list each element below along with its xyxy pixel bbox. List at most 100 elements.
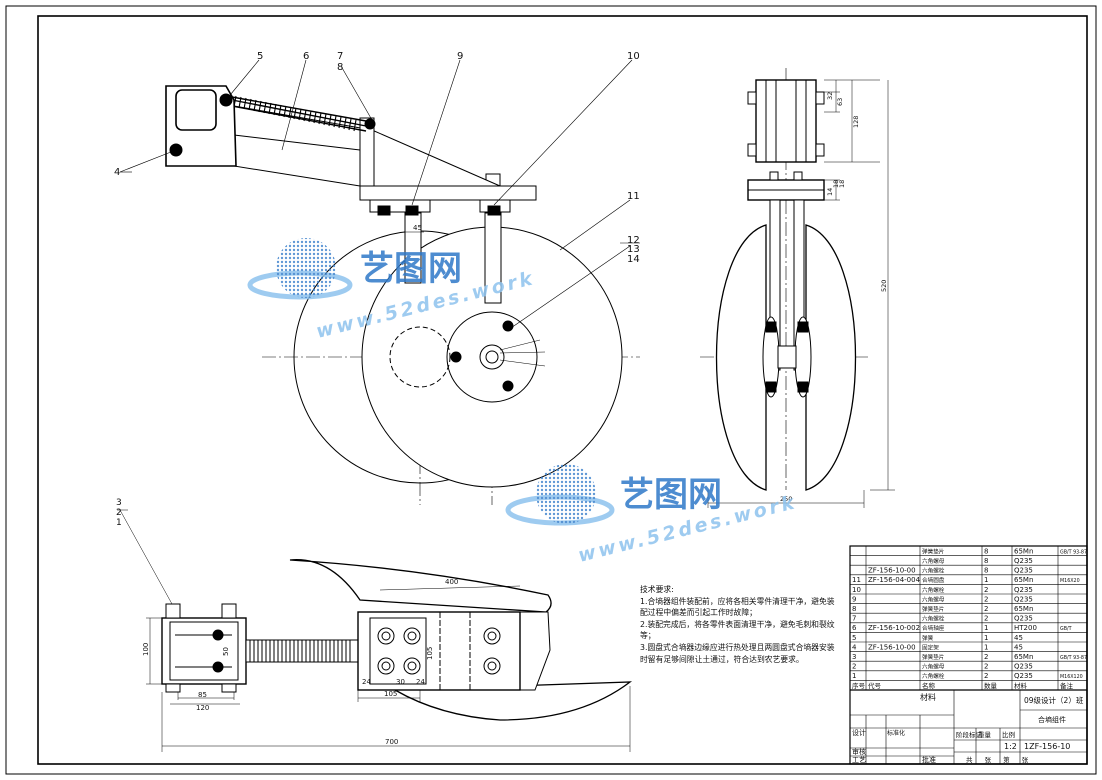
outer-border: [5, 5, 1097, 775]
bom-cell-note: GB/T 93-87: [1060, 655, 1087, 661]
bom-cell-material: Q235: [1014, 663, 1033, 671]
dim-105b: 105: [426, 647, 434, 660]
bom-cell-name: 合墒圆盘: [922, 576, 945, 584]
front-part-labels: 4 5 6 7 8 9 10 11 12 13 14 45: [114, 51, 640, 265]
dim-45: 45: [413, 224, 422, 232]
bom-cell-name: 合墒轴座: [922, 624, 945, 632]
front-view: [119, 59, 640, 505]
bom-cell-no: 6: [852, 624, 857, 632]
title-drawing-name: 合墒组件: [1038, 715, 1066, 724]
bom-cell-note: GB/T 93-87: [1060, 549, 1087, 555]
bom-cell-name: 六角螺母: [922, 557, 945, 565]
title-block: [850, 689, 1087, 764]
side-view: [700, 68, 895, 508]
dim-24a: 24: [362, 678, 371, 686]
side-disk-right: [805, 224, 857, 491]
bom-cell-qty: 8: [984, 567, 988, 575]
bom-cell-material: Q235: [1014, 586, 1033, 594]
bom-cell-name: 弹簧垫片: [922, 605, 945, 613]
bom-header-note: 备注: [1060, 681, 1074, 690]
bom-cell-material: 65Mn: [1014, 605, 1033, 613]
label-8: 8: [337, 62, 343, 73]
dim-63: 63: [836, 98, 844, 106]
title-drawing-no: 1ZF-156-10: [1024, 742, 1070, 751]
bom-header-qty: 数量: [984, 681, 998, 690]
tech-req-item-1: 1.合墒器组件装配前，应将各相关零件清理干净，避免装配过程中偏差而引起工作时故障…: [640, 596, 835, 618]
bom-cell-note: M16X20: [1060, 578, 1080, 584]
dim-400: 400: [445, 578, 458, 586]
title-material-mark: 材料: [920, 692, 936, 702]
label-3: 3: [116, 498, 122, 508]
dim-700: 700: [385, 738, 398, 746]
dim-24b: 24: [416, 678, 425, 686]
bom-cell-material: 65Mn: [1014, 653, 1033, 661]
bom-cell-material: 65Mn: [1014, 547, 1033, 555]
bom-cell-name: 六角螺母: [922, 663, 945, 671]
bom-cell-material: Q235: [1014, 595, 1033, 603]
scraper-blade: [289, 559, 552, 613]
label-13: 13: [627, 244, 640, 255]
label-1: 1: [116, 518, 122, 528]
bom-cell-qty: 2: [984, 586, 988, 594]
watermark-cn-1: 艺图网: [360, 249, 462, 289]
tech-req-item-2: 2.装配完成后，将各零件表面清理干净，避免毛刺和裂纹等；: [640, 619, 835, 641]
bom-cell-qty: 2: [984, 615, 988, 623]
title-scale: 1:2: [1004, 742, 1017, 751]
dim-520: 520: [880, 280, 888, 292]
dim-32: 32: [826, 92, 834, 100]
label-10: 10: [627, 51, 640, 62]
bom-cell-qty: 8: [984, 547, 988, 555]
bom-cell-no: 4: [852, 643, 857, 651]
bom-cell-material: 45: [1014, 634, 1023, 642]
hub-flange: [446, 311, 538, 403]
bom-cell-name: 六角螺栓: [922, 615, 945, 623]
bom-header-code: 代号: [868, 681, 882, 690]
title-sheet: 共 张 第 张: [966, 755, 1033, 764]
bom-cell-name: 六角螺母: [922, 595, 945, 603]
bom-cell-name: 弹簧: [922, 634, 934, 642]
bom-cell-name: 六角螺栓: [922, 586, 945, 594]
dim-128: 128: [852, 116, 860, 128]
title-block-text: 09级设计（2）班 合墒组件 材料 设计 标准化 审核 工艺 批准 阶段标记 重…: [852, 692, 1084, 764]
bom-cell-qty: 2: [984, 595, 988, 603]
title-designer: 标准化: [887, 729, 905, 737]
bom-cell-note: GB/T: [1060, 626, 1072, 632]
bom-cell-material: Q235: [1014, 615, 1033, 623]
dim-14: 14: [826, 188, 834, 196]
dim-30: 30: [396, 678, 405, 686]
bom-cell-qty: 1: [984, 634, 988, 642]
bom-cell-no: 9: [852, 595, 856, 603]
bom-cell-name: 弹簧垫片: [922, 547, 945, 555]
bom-header-no: 序号: [852, 681, 866, 690]
tech-req-item-3: 3.圆盘式合墒器边缘应进行热处理且两圆盘式合墒器安装时留有足够间隙让土通过，符合…: [640, 642, 835, 664]
label-9: 9: [457, 51, 463, 62]
label-12: 12: [627, 235, 640, 246]
bom-cell-qty: 2: [984, 653, 988, 661]
technical-requirements: 技术要求: 1.合墒器组件装配前，应将各相关零件清理干净，避免装配过程中偏差而引…: [640, 584, 840, 665]
dim-105a: 105: [384, 690, 397, 698]
label-5: 5: [257, 51, 263, 62]
title-process-label: 工艺: [852, 756, 866, 764]
u-frame: [165, 85, 237, 167]
label-2: 2: [116, 508, 122, 518]
bom-table: [849, 545, 1088, 765]
bom-cell-material: Q235: [1014, 557, 1033, 565]
bom-cell-no: 7: [852, 615, 856, 623]
title-weight-label: 重量: [978, 731, 992, 739]
bom-cell-material: Q235: [1014, 672, 1033, 680]
tech-req-title: 技术要求:: [640, 585, 674, 594]
dim-85: 85: [198, 691, 207, 699]
bom-cell-qty: 2: [984, 672, 988, 680]
bom-cell-code: ZF-156-04-004: [868, 576, 921, 584]
bom-cell-material: Q235: [1014, 567, 1033, 575]
bom-cell-material: 65Mn: [1014, 576, 1033, 584]
bom-cell-note: M16X120: [1060, 674, 1083, 680]
dim-250: 250: [780, 495, 792, 503]
bom-cell-qty: 2: [984, 663, 988, 671]
watermark-cn-2: 艺图网: [620, 475, 722, 515]
dim-50: 50: [222, 647, 230, 656]
bom-cell-no: 8: [852, 605, 856, 613]
